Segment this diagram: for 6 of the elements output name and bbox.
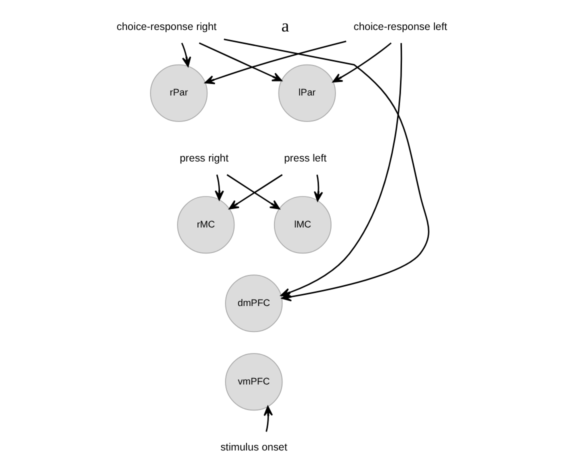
node-text: choice-response left	[354, 22, 448, 33]
label: a	[281, 16, 290, 36]
node-text: stimulus onset	[220, 442, 288, 454]
node-text: press left	[284, 154, 327, 165]
node-text: choice-response right	[116, 22, 217, 33]
node-text: press right	[180, 154, 229, 165]
